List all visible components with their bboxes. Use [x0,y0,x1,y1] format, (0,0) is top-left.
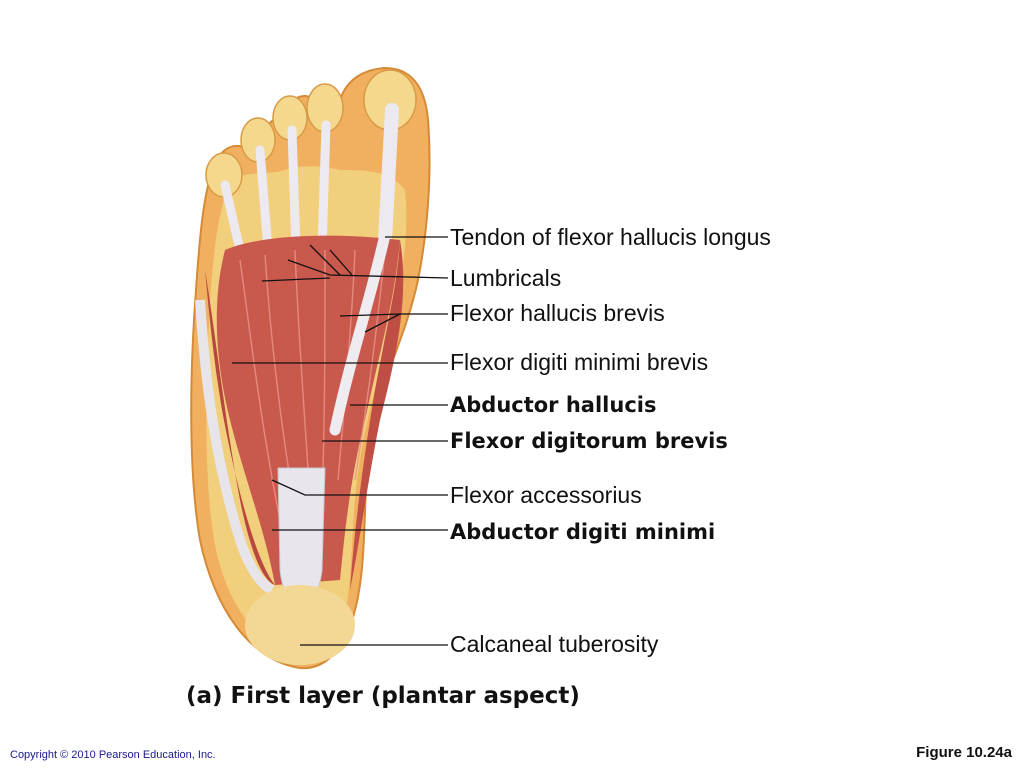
label-flexor-accessorius: Flexor accessorius [450,482,642,508]
label-abductor-hallucis: Abductor hallucis [450,393,657,417]
copyright-notice: Copyright © 2010 Pearson Education, Inc. [10,749,216,761]
figure-number: Figure 10.24a [916,744,1012,761]
label-calcaneal-tuberosity: Calcaneal tuberosity [450,631,659,657]
lateral-tendon [195,299,275,595]
label-flexor-hallucis-brevis: Flexor hallucis brevis [450,300,665,326]
fhl-tendon [329,229,391,436]
plantar-aponeurosis [277,467,326,603]
leader-lines [232,236,449,646]
label-lumbricals: Lumbricals [450,265,562,291]
toe-tendons [220,103,399,255]
label-flexor-digitorum-brevis: Flexor digitorum brevis [450,429,728,453]
heel [245,585,355,665]
label-abductor-digiti-minimi: Abductor digiti minimi [450,520,716,544]
label-flexor-digiti-minimi-brevis: Flexor digiti minimi brevis [450,349,709,375]
figure-caption: (a) First layer (plantar aspect) [186,683,580,709]
label-tendon-flexor-hallucis-longus: Tendon of flexor hallucis longus [450,224,771,250]
